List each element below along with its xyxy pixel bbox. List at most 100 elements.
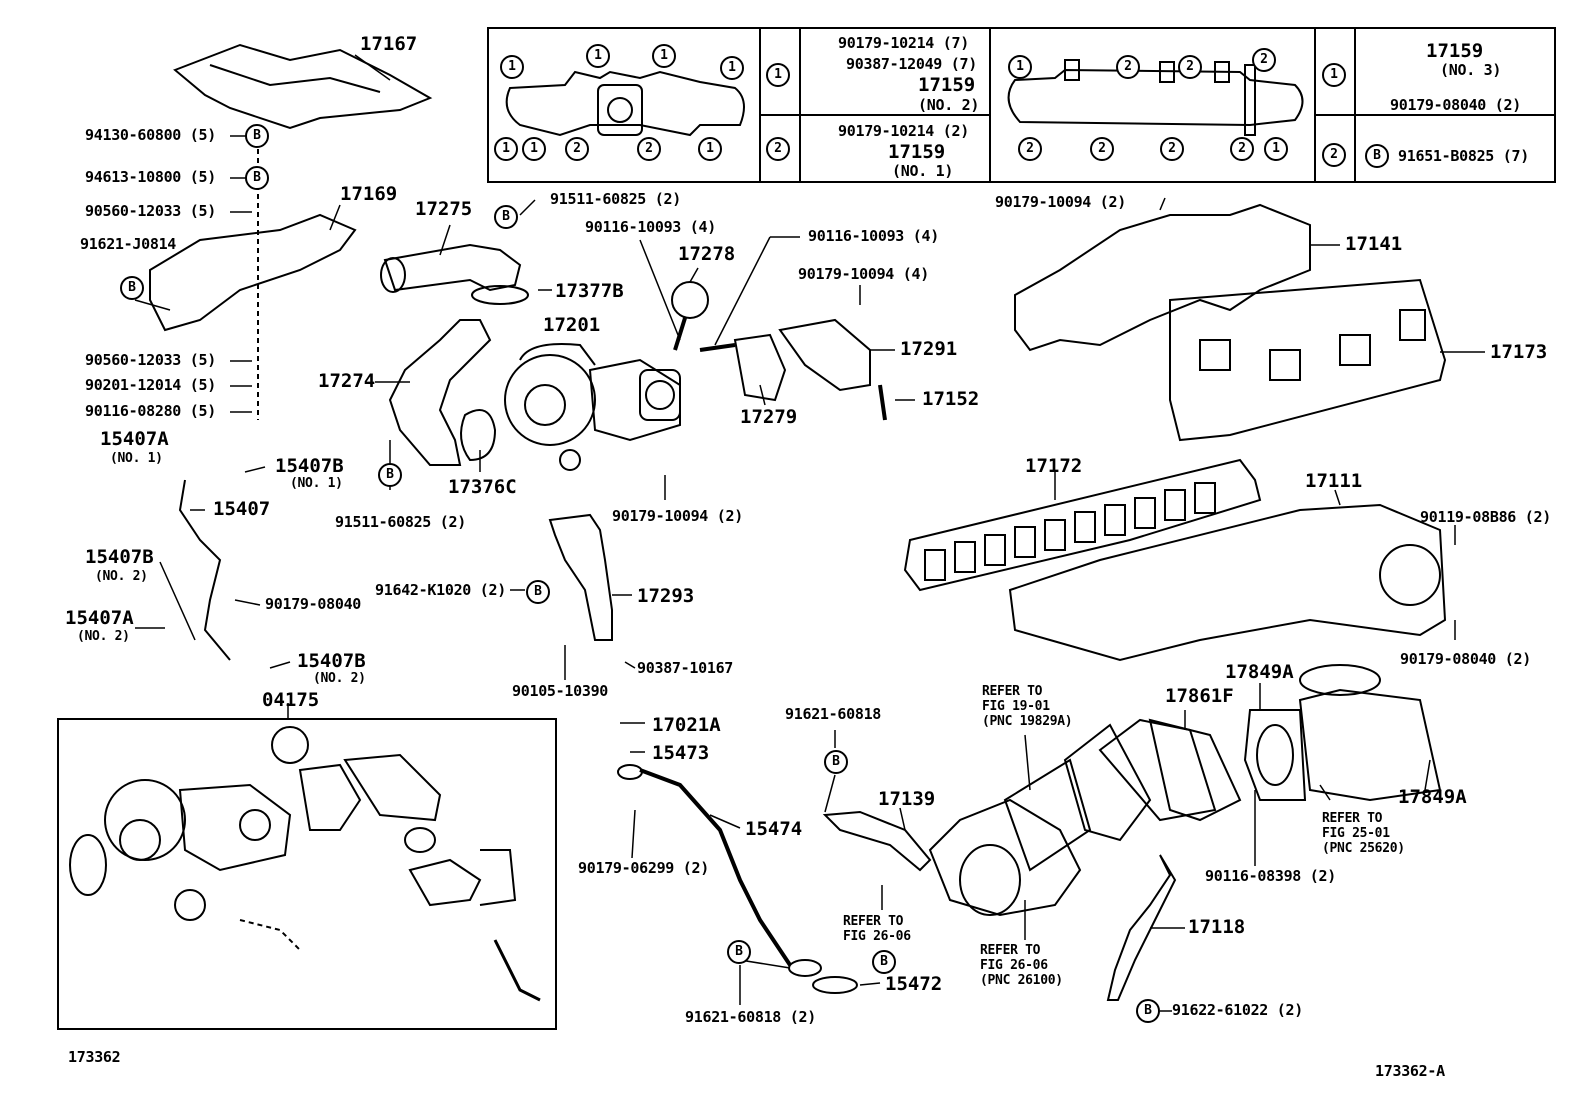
part-number-label[interactable]: 17377B — [555, 280, 624, 302]
part-number-label[interactable]: 15407B — [297, 650, 366, 672]
refer-line: (PNC 25620) — [1322, 841, 1405, 856]
marker-circle-B: B — [378, 463, 402, 487]
part-number-label[interactable]: 90116-08398 (2) — [1205, 867, 1336, 885]
part-number-label[interactable]: 04175 — [262, 689, 320, 711]
marker-circle-2: 2 — [766, 137, 790, 161]
part-number-label[interactable]: 15407A — [65, 607, 134, 629]
heat-insulator-17167 — [173, 43, 433, 130]
egr-valve — [1298, 688, 1442, 802]
part-number-label[interactable]: 15407B — [275, 455, 344, 477]
part-number-label[interactable]: 91621-J0814 — [80, 235, 177, 253]
part-number-label[interactable]: 90116-10093 (4) — [585, 218, 716, 236]
table-left-row1-part-2: 90387-12049 (7) — [846, 55, 977, 73]
marker-circle-2: 2 — [1252, 48, 1276, 72]
part-number-label[interactable]: 91642-K1020 (2) — [375, 581, 506, 599]
marker-circle-1: 1 — [494, 137, 518, 161]
refer-line: REFER TO — [843, 914, 904, 929]
part-number-label[interactable]: 17167 — [360, 33, 418, 55]
part-number-label[interactable]: 90179-10094 (4) — [798, 265, 929, 283]
table-left-row2-part-2: 17159 — [888, 141, 946, 163]
part-number-label[interactable]: 15474 — [745, 818, 803, 840]
part-number-label[interactable]: 173362 — [68, 1048, 121, 1066]
throttle-body — [928, 798, 1082, 917]
part-number-label[interactable]: 17861F — [1165, 685, 1234, 707]
part-number-label[interactable]: 90201-12014 (5) — [85, 376, 216, 394]
part-number-label[interactable]: 17293 — [637, 585, 695, 607]
refer-note-fig-26-06-b[interactable]: REFER TO FIG 26-06 (PNC 26100) — [980, 943, 1063, 988]
part-number-label[interactable]: 17275 — [415, 198, 473, 220]
part-number-label[interactable]: 15407B — [85, 546, 154, 568]
part-number-label[interactable]: 173362-A — [1375, 1062, 1445, 1080]
refer-note-fig-26-06-a[interactable]: REFER TO FIG 26-06 — [843, 914, 911, 944]
part-number-label[interactable]: 90116-08280 (5) — [85, 402, 216, 420]
table-left-row1-part-1: 90179-10214 (7) — [838, 34, 969, 52]
part-number-label[interactable]: 17118 — [1188, 916, 1246, 938]
part-number-label[interactable]: 17849A — [1225, 661, 1294, 683]
part-number-label[interactable]: 17278 — [678, 243, 736, 265]
part-number-label[interactable]: 17279 — [740, 406, 798, 428]
part-number-label[interactable]: 91511-60825 (2) — [550, 190, 681, 208]
part-number-label[interactable]: 91622-61022 (2) — [1172, 1001, 1303, 1019]
exhaust-manifold-bolt-map — [505, 70, 745, 137]
refer-line: (PNC 26100) — [980, 973, 1063, 988]
part-number-label[interactable]: 90560-12033 (5) — [85, 351, 216, 369]
part-number-label[interactable]: 17376C — [448, 476, 517, 498]
marker-circle-2: 2 — [1018, 137, 1042, 161]
part-number-label[interactable]: 15407A — [100, 428, 169, 450]
manifold-17141 — [1014, 203, 1311, 352]
pipe-17274 — [388, 319, 492, 466]
part-number-label[interactable]: 17169 — [340, 183, 398, 205]
part-number-label[interactable]: (NO. 1) — [290, 476, 343, 491]
marker-circle-2: 2 — [1230, 137, 1254, 161]
oil-pipe-15407 — [178, 479, 231, 661]
marker-circle-1: 1 — [1008, 55, 1032, 79]
refer-note-fig-25-01[interactable]: REFER TO FIG 25-01 (PNC 25620) — [1322, 811, 1405, 856]
part-number-label[interactable]: 90179-08040 — [265, 595, 362, 613]
part-number-label[interactable]: 90560-12033 (5) — [85, 202, 216, 220]
part-number-label[interactable]: 15473 — [652, 742, 710, 764]
part-number-label[interactable]: 17291 — [900, 338, 958, 360]
gasket-17173 — [1169, 278, 1447, 442]
part-number-label[interactable]: (NO. 2) — [95, 569, 148, 584]
part-number-label[interactable]: 91621-60818 (2) — [685, 1008, 816, 1026]
part-number-label[interactable]: 17172 — [1025, 455, 1083, 477]
part-number-label[interactable]: 94130-60800 (5) — [85, 126, 216, 144]
pipe-17275 — [383, 243, 522, 292]
table-left-row2-part-1: 90179-10214 (2) — [838, 122, 969, 140]
part-number-label[interactable]: (NO. 2) — [313, 671, 366, 686]
part-number-label[interactable]: 17201 — [543, 314, 601, 336]
part-number-label[interactable]: 17021A — [652, 714, 721, 736]
pipe-17861F — [1148, 718, 1242, 822]
marker-circle-2: 2 — [1116, 55, 1140, 79]
part-number-label[interactable]: 90116-10093 (4) — [808, 227, 939, 245]
part-number-label[interactable]: 17152 — [922, 388, 980, 410]
part-number-label[interactable]: 17274 — [318, 370, 376, 392]
heat-insulator-17169 — [149, 213, 357, 332]
part-number-label[interactable]: (NO. 2) — [77, 629, 130, 644]
marker-circle-B: B — [245, 124, 269, 148]
part-number-label[interactable]: 90179-10094 (2) — [612, 507, 743, 525]
part-number-label[interactable]: 90179-06299 (2) — [578, 859, 709, 877]
part-number-label[interactable]: 90179-08040 (2) — [1400, 650, 1531, 668]
part-number-label[interactable]: 90179-10094 (2) — [995, 193, 1126, 211]
part-number-label[interactable]: 91621-60818 — [785, 705, 882, 723]
part-number-label[interactable]: 17173 — [1490, 341, 1548, 363]
part-number-label[interactable]: 15407 — [213, 498, 271, 520]
table-left-row1-part-3-note: (NO. 2) — [918, 96, 980, 114]
part-number-label[interactable]: 15472 — [885, 973, 943, 995]
refer-line: FIG 26-06 — [980, 958, 1048, 973]
part-number-label[interactable]: 90387-10167 — [637, 659, 734, 677]
part-number-label[interactable]: 91511-60825 (2) — [335, 513, 466, 531]
part-number-label[interactable]: (NO. 1) — [110, 451, 163, 466]
marker-circle-1: 1 — [652, 44, 676, 68]
part-number-label[interactable]: 90119-08B86 (2) — [1420, 508, 1551, 526]
part-number-label[interactable]: 17139 — [878, 788, 936, 810]
refer-note-fig-19-01[interactable]: REFER TO FIG 19-01 (PNC 19829A) — [982, 684, 1073, 729]
part-number-label[interactable]: 90105-10390 — [512, 682, 609, 700]
part-number-label[interactable]: 94613-10800 (5) — [85, 168, 216, 186]
part-number-label[interactable]: 17111 — [1305, 470, 1363, 492]
part-number-label[interactable]: 17141 — [1345, 233, 1403, 255]
stay-17118 — [1106, 854, 1177, 1001]
table-right-row1-part-2: 90179-08040 (2) — [1390, 96, 1521, 114]
part-number-label[interactable]: 17849A — [1398, 786, 1467, 808]
